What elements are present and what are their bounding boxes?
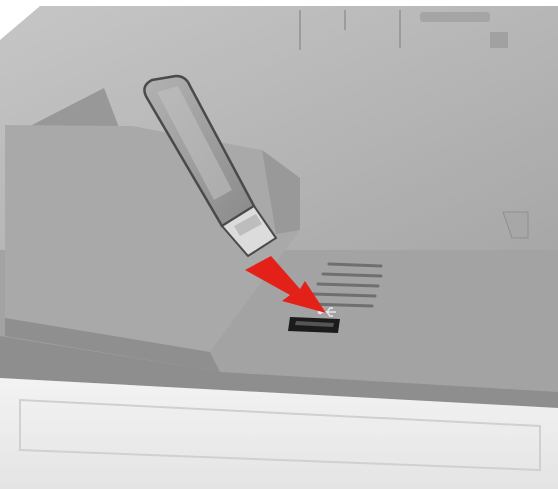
top-slot <box>420 12 490 22</box>
usb-port <box>288 317 340 333</box>
top-tab <box>490 32 508 48</box>
